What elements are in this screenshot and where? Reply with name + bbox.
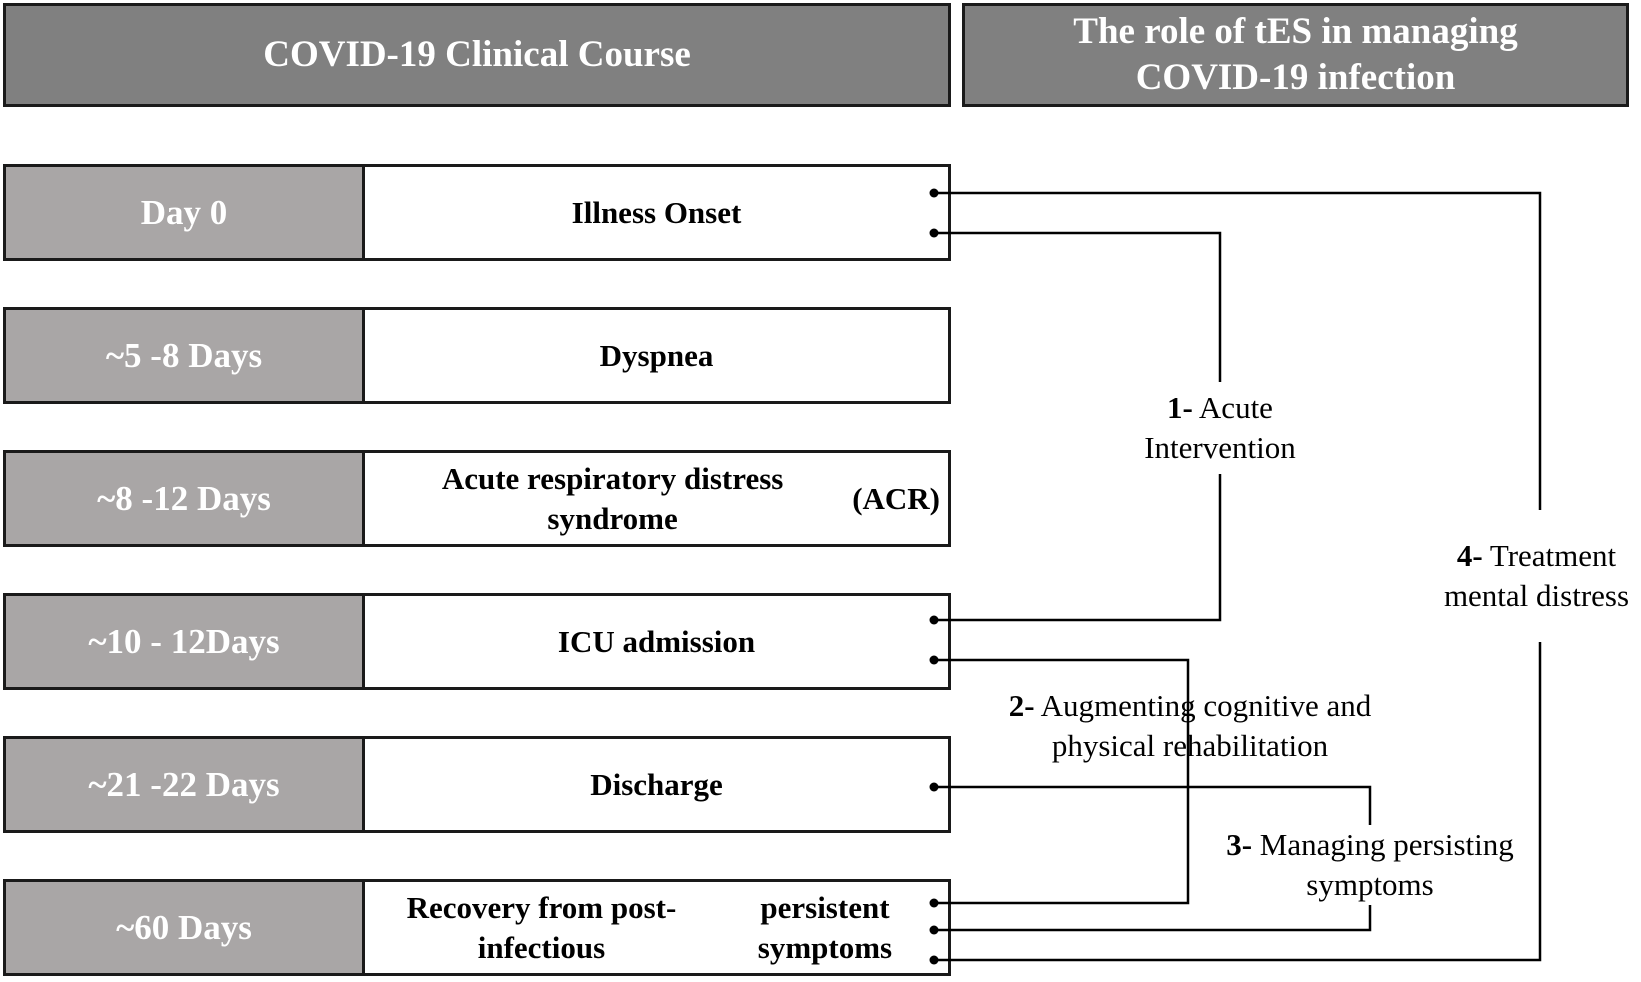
role-line2: Intervention <box>1144 430 1296 465</box>
timeline-row-recovery: ~60 Days Recovery from post-infectious p… <box>3 879 951 976</box>
event-label: ICU admission <box>557 623 756 659</box>
clinical-course-header: COVID-19 Clinical Course <box>3 3 951 107</box>
role-label-rehabilitation: 2- Augmenting cognitive and physical reh… <box>975 686 1405 766</box>
connector-dot <box>929 898 939 908</box>
event-label: Acute respiratory distress syndrome (ACR… <box>365 453 948 544</box>
day-label: ~60 Days <box>6 882 365 973</box>
event-label: Dyspnea <box>599 337 714 373</box>
timeline-row-ards: ~8 -12 Days Acute respiratory distress s… <box>3 450 951 547</box>
role-number: 2- <box>1008 688 1035 723</box>
timeline-row-dyspnea: ~5 -8 Days Dyspnea <box>3 307 951 404</box>
connector-dot <box>929 955 939 965</box>
role-label-mental-distress: 4- Treatment mental distress <box>1432 510 1641 642</box>
tes-role-header: The role of tES in managing COVID-19 inf… <box>962 3 1629 107</box>
connector-dot <box>929 615 939 625</box>
day-label: Day 0 <box>6 167 365 258</box>
timeline-row-discharge: ~21 -22 Days Discharge <box>3 736 951 833</box>
role-line1: Acute <box>1198 390 1273 425</box>
tes-role-header-line2: COVID-19 infection <box>1135 57 1456 98</box>
role-label-acute-intervention: 1- Acute Intervention <box>1120 382 1320 474</box>
role-line1: Managing persisting <box>1259 827 1514 862</box>
event-label-line1: Acute respiratory distress syndrome <box>441 460 784 536</box>
tes-role-header-line1: The role of tES in managing <box>1073 11 1518 52</box>
day-label: ~21 -22 Days <box>6 739 365 830</box>
day-label: ~10 - 12Days <box>6 596 365 687</box>
event-label-line1: Recovery from post-infectious <box>406 889 677 965</box>
role-line2: mental distress <box>1443 578 1630 613</box>
connector-2 <box>934 658 1190 905</box>
role-line2: symptoms <box>1306 867 1434 902</box>
event-label: Illness Onset <box>571 194 742 230</box>
role-line2: physical rehabilitation <box>1051 728 1329 763</box>
event-label: Discharge <box>590 766 723 802</box>
role-label-persisting-symptoms: 3- Managing persisting symptoms <box>1205 825 1535 905</box>
role-number: 4- <box>1456 538 1483 573</box>
connector-dot <box>929 188 939 198</box>
event-label-line2: (ACR) <box>852 480 940 516</box>
connector-dot <box>929 782 939 792</box>
event-label: Recovery from post-infectious persistent… <box>365 882 948 973</box>
timeline-row-icu-admission: ~10 - 12Days ICU admission <box>3 593 951 690</box>
role-number: 1- <box>1167 390 1193 425</box>
role-number: 3- <box>1226 827 1253 862</box>
clinical-course-header-text: COVID-19 Clinical Course <box>263 34 691 75</box>
role-line1: Treatment <box>1489 538 1617 573</box>
connector-dot <box>929 228 939 238</box>
timeline-row-illness-onset: Day 0 Illness Onset <box>3 164 951 261</box>
day-label: ~8 -12 Days <box>6 453 365 544</box>
tes-role-header-text: The role of tES in managing COVID-19 inf… <box>1073 9 1517 101</box>
event-label-line2: persistent symptoms <box>757 889 893 965</box>
connector-dot <box>929 925 939 935</box>
connector-dot <box>929 655 939 665</box>
day-label: ~5 -8 Days <box>6 310 365 401</box>
role-line1: Augmenting cognitive and <box>1040 688 1372 723</box>
